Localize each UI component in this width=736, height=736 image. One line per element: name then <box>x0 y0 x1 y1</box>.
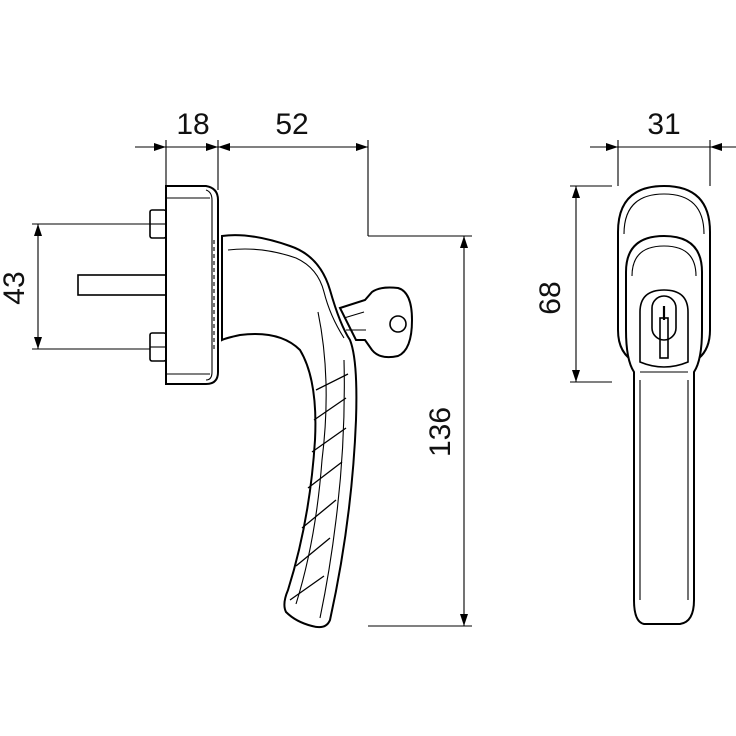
dim-label-43: 43 <box>0 271 31 304</box>
handle-front <box>625 234 703 625</box>
dim-43 <box>32 223 150 350</box>
dim-label-18: 18 <box>176 108 209 141</box>
front-view: 31 68 <box>534 108 736 625</box>
dim-136 <box>368 235 472 627</box>
rosette-plate <box>165 185 219 385</box>
handle-side <box>221 234 358 629</box>
dim-label-136: 136 <box>424 407 457 457</box>
side-view: 18 52 43 136 <box>0 108 472 629</box>
dim-68 <box>570 185 612 383</box>
dim-label-52: 52 <box>275 108 308 141</box>
lock-cylinder <box>639 289 689 368</box>
dim-label-31: 31 <box>647 108 680 141</box>
bolt-top <box>149 209 167 239</box>
dim-31 <box>590 140 736 186</box>
bolt-bottom <box>149 332 167 362</box>
key <box>338 286 414 359</box>
dim-label-68: 68 <box>534 281 567 314</box>
spindle <box>77 274 167 296</box>
dim-18-52 <box>135 140 369 236</box>
